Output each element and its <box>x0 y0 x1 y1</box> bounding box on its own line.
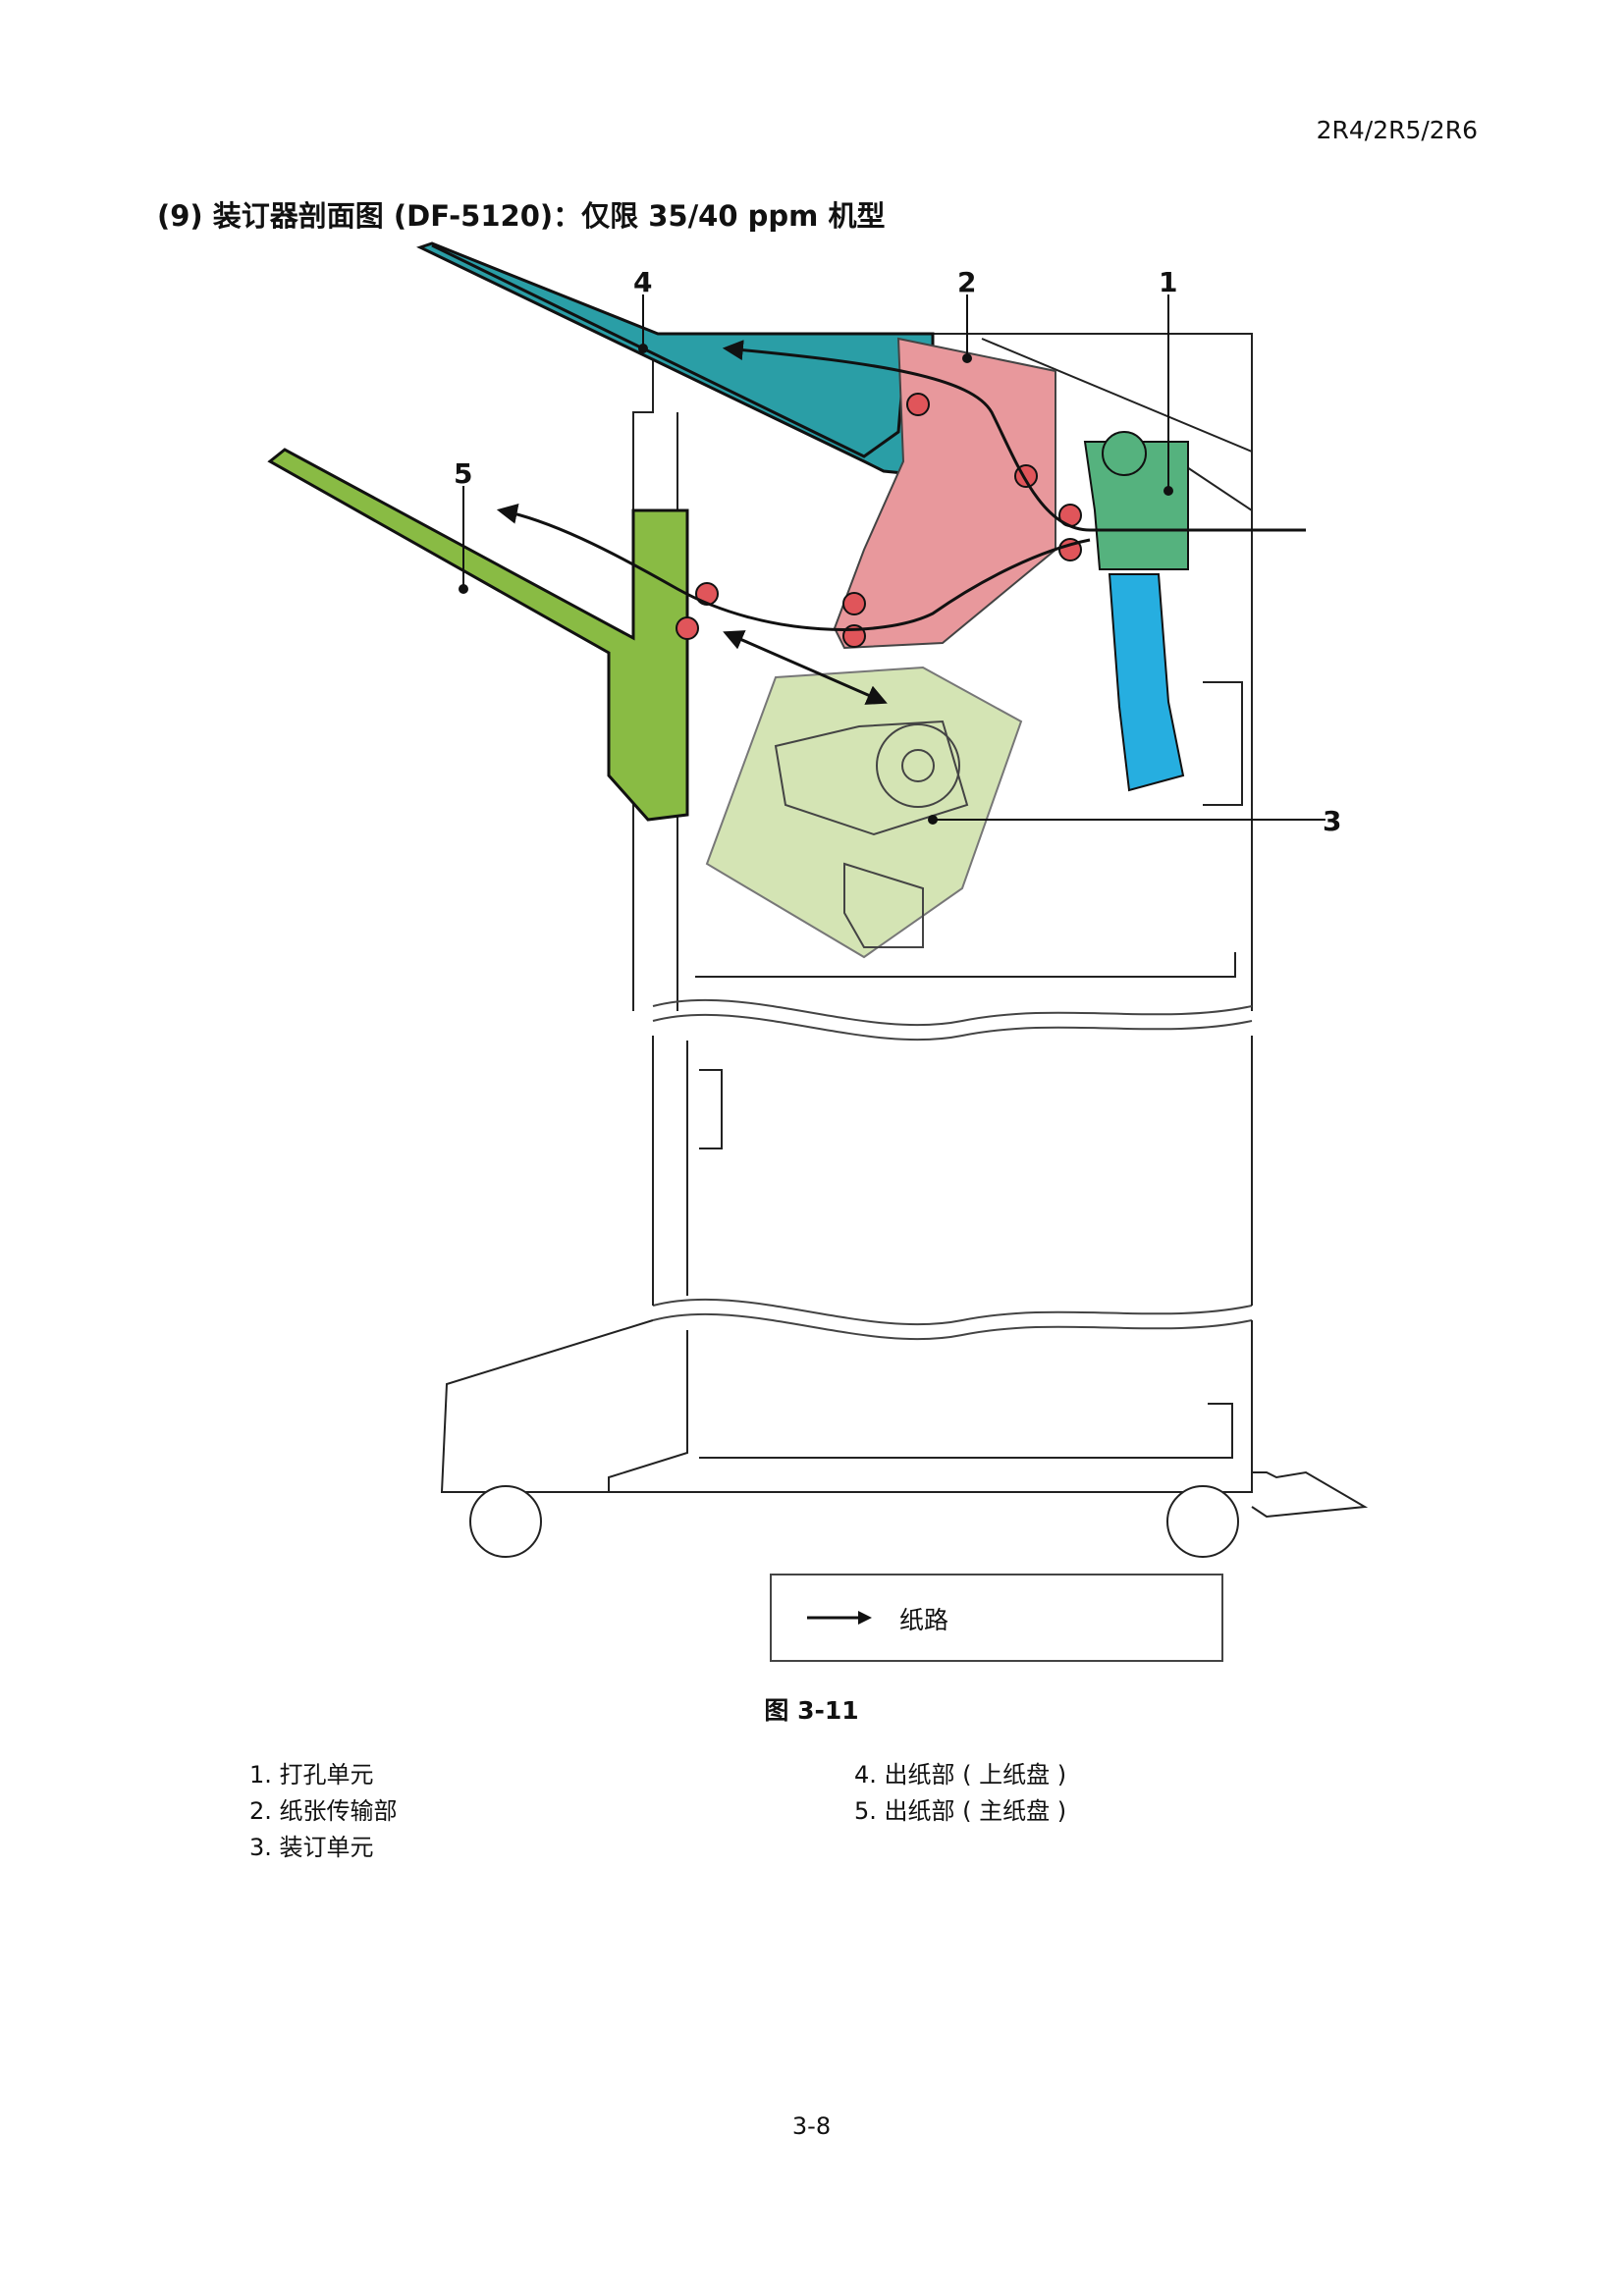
figure-label: 图 3-11 <box>764 1696 859 1725</box>
caption-list-left: 1. 打孔单元 2. 纸张传输部 3. 装订单元 <box>249 1757 398 1866</box>
legend-box: 纸路 <box>770 1574 1223 1662</box>
caption-list-right: 4. 出纸部 ( 上纸盘 ) 5. 出纸部 ( 主纸盘 ) <box>854 1757 1066 1830</box>
caption-item: 3. 装订单元 <box>249 1834 374 1861</box>
page-number: 3-8 <box>791 2112 832 2140</box>
model-code: 2R4/2R5/2R6 <box>1316 116 1478 144</box>
callout-5: 5 <box>454 457 472 490</box>
caption-item: 1. 打孔单元 <box>249 1761 374 1789</box>
punch-wheel <box>1102 431 1147 476</box>
caption-item: 4. 出纸部 ( 上纸盘 ) <box>854 1761 1067 1789</box>
paper-path <box>496 340 1306 705</box>
legend-label: 纸路 <box>899 1606 949 1634</box>
main-tray-region <box>267 448 689 822</box>
callout-4: 4 <box>633 266 652 298</box>
middle-section <box>652 1036 1253 1306</box>
punch-waste-box <box>1108 573 1185 792</box>
bottom-section <box>440 1319 1369 1519</box>
callout-leaders <box>462 294 1325 821</box>
caster-wheels <box>469 1485 1239 1558</box>
paper-path-arrow-icon <box>807 1611 872 1625</box>
callout-dots <box>459 344 1173 825</box>
caption-item: 5. 出纸部 ( 主纸盘 ) <box>854 1797 1067 1825</box>
punch-unit-region <box>1083 441 1189 570</box>
finisher-cross-section-diagram: 1 2 3 4 5 <box>267 241 1369 1558</box>
break-lines <box>652 998 1253 1341</box>
section-title: (9) 装订器剖面图 (DF-5120)：仅限 35/40 ppm 机型 <box>157 199 886 233</box>
callout-3: 3 <box>1323 805 1341 837</box>
callout-1: 1 <box>1159 266 1177 298</box>
staple-unit-detail <box>774 720 969 948</box>
caption-item: 2. 纸张传输部 <box>249 1797 398 1825</box>
callout-2: 2 <box>957 266 976 298</box>
staple-unit-region <box>705 666 1023 959</box>
